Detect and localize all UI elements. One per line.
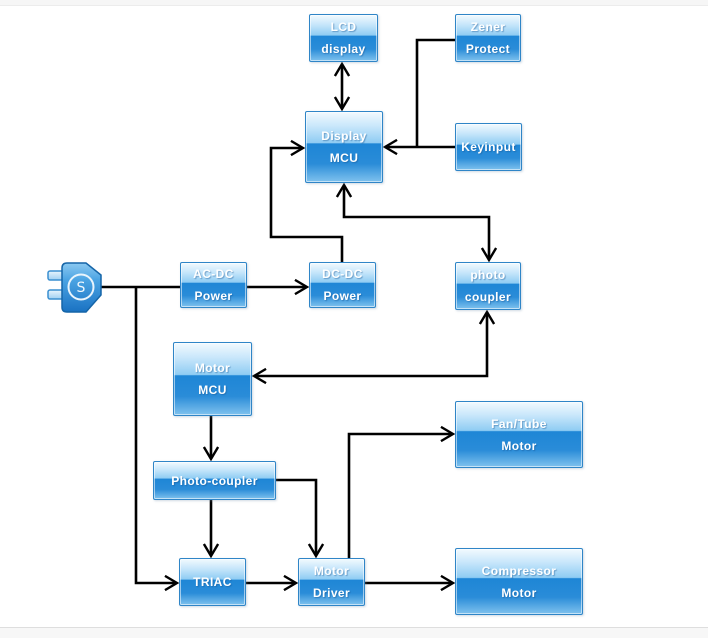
node-photo-coupler-2: Photo-coupler <box>153 461 276 500</box>
arrowhead-photo-coupler-2-triac <box>202 543 220 559</box>
connector-photo-coupler-2-motor-driver <box>276 478 318 556</box>
node-lcd-display-label: LCD <box>330 20 357 34</box>
arrowhead-triac-motor-driver <box>283 574 299 592</box>
node-display-mcu-label: Display <box>321 129 367 143</box>
node-keyinput: Keyinput <box>455 123 522 171</box>
node-photo-coupler: photo coupler <box>455 262 521 310</box>
power-plug-icon: S <box>47 262 102 313</box>
connector-plug-branch-triac <box>134 287 177 585</box>
node-ac-dc-power-label: AC-DC <box>193 267 234 281</box>
node-triac: TRIAC <box>179 558 246 606</box>
node-fan-tube-motor-label: Fan/Tube <box>491 416 547 431</box>
connector-motor-driver-fan-tube <box>347 432 453 558</box>
arrowhead-plug-branch-triac <box>164 574 180 592</box>
arrowhead-motor-mcu-photo-coupler <box>478 309 496 325</box>
arrowhead-display-mcu-photo-coupler <box>335 182 353 198</box>
node-zener-protect-label: Protect <box>465 42 511 56</box>
node-compressor-motor-label: Compressor <box>481 563 557 578</box>
node-motor-mcu-label: Motor <box>194 361 231 375</box>
node-dc-dc-power: DC-DC Power <box>309 262 376 308</box>
node-keyinput-label: Keyinput <box>461 140 516 154</box>
arrowhead-lcd-display-mcu <box>333 96 351 112</box>
node-display-mcu-label: MCU <box>329 151 359 165</box>
canvas-bottom-edge <box>0 627 708 638</box>
arrowhead-motor-driver-fan-tube <box>440 425 456 443</box>
node-photo-coupler-2-label: Photo-coupler <box>171 473 258 488</box>
connector-motor-mcu-photo-coupler <box>254 312 489 378</box>
arrowhead-lcd-display-mcu <box>333 61 351 77</box>
arrowhead-display-mcu-photo-coupler <box>480 247 498 263</box>
canvas-top-edge <box>0 0 708 6</box>
arrowhead-dcdc-display-mcu <box>290 139 306 157</box>
arrowhead-photo-coupler-2-motor-driver <box>307 543 325 559</box>
arrowhead-motor-mcu-photo-coupler-2 <box>202 446 220 462</box>
node-dc-dc-power-label: DC-DC <box>322 267 363 281</box>
plug-body <box>61 262 102 313</box>
node-triac-label: TRIAC <box>193 575 232 589</box>
node-lcd-display: LCD display <box>309 14 378 62</box>
node-compressor-motor-label: Motor <box>501 585 537 600</box>
plug-letter: S <box>77 280 86 296</box>
arrowhead-keyinput-display-mcu <box>382 138 398 156</box>
node-motor-mcu-label: MCU <box>198 383 227 397</box>
node-dc-dc-power-label: Power <box>323 289 362 303</box>
node-motor-driver-label: Driver <box>312 586 351 600</box>
node-lcd-display-label: display <box>321 42 366 56</box>
node-zener-protect-label: Zener <box>470 20 506 34</box>
node-photo-coupler-label: coupler <box>464 290 512 304</box>
plug-ring <box>67 273 95 301</box>
node-motor-driver-label: Motor <box>313 564 350 578</box>
arrowhead-motor-driver-compressor <box>440 574 456 592</box>
arrowhead-acdc-dcdc <box>294 278 310 296</box>
node-ac-dc-power-label: Power <box>194 289 233 303</box>
node-photo-coupler-label: photo <box>470 268 506 282</box>
connector-display-mcu-photo-coupler <box>342 185 491 260</box>
node-fan-tube-motor-label: Motor <box>501 438 537 453</box>
node-ac-dc-power: AC-DC Power <box>180 262 247 308</box>
connector-zener-to-keyinput-line <box>415 38 455 147</box>
arrowhead-motor-mcu-photo-coupler <box>251 367 267 385</box>
